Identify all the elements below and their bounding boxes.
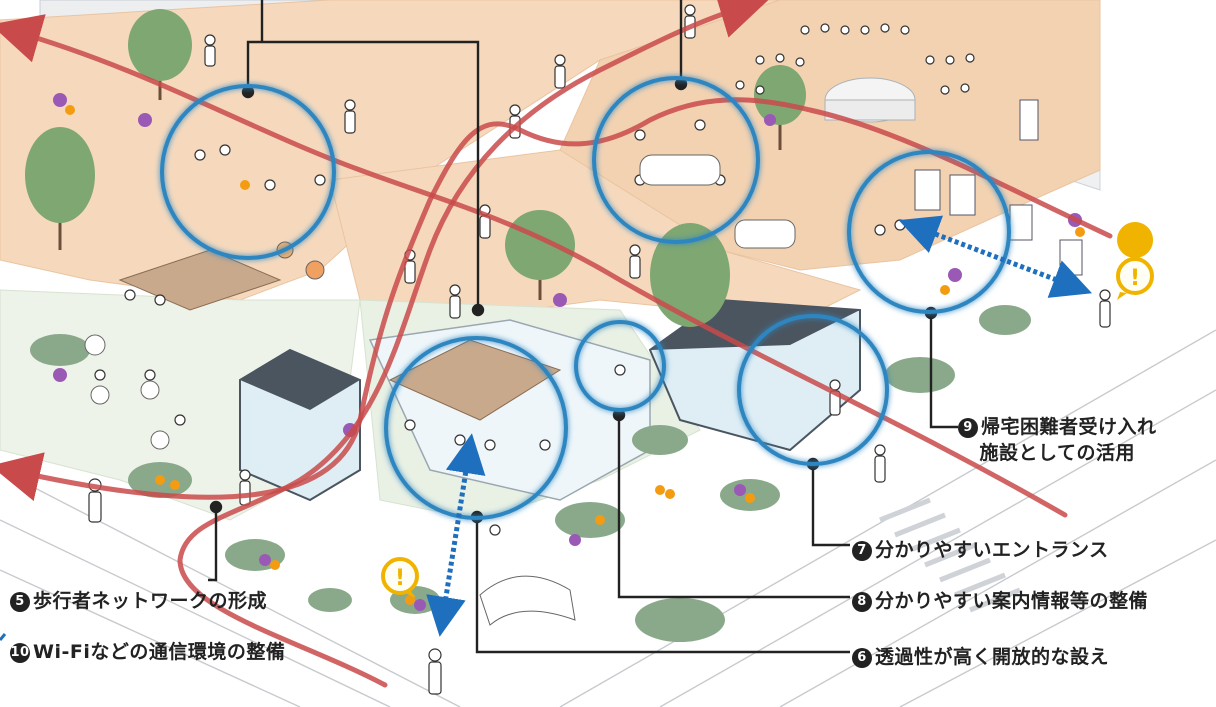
label-text: Wi-Fiなどの通信環境の整備 xyxy=(33,641,286,663)
label-text: 分かりやすいエントランス xyxy=(875,539,1109,561)
highlight-circle-workshop xyxy=(592,76,760,244)
label-text: 分かりやすい案内情報等の整備 xyxy=(875,590,1149,612)
alert-icon: ! xyxy=(1116,222,1154,300)
label-text: 歩行者ネットワークの形成 xyxy=(33,590,268,612)
label-number: 6 xyxy=(852,648,872,668)
label-text: 帰宅困難者受け入れ xyxy=(981,416,1157,438)
people-figures xyxy=(88,4,1111,695)
shrubs-and-flowers xyxy=(30,93,1085,642)
svg-text:!: ! xyxy=(1130,266,1140,291)
label-number: 5 xyxy=(10,592,30,612)
label-line-2: 施設としての活用 xyxy=(979,442,1135,464)
crosswalk xyxy=(879,497,1021,613)
label-number: 7 xyxy=(852,541,872,561)
arrow-tip-fragment xyxy=(0,633,7,641)
highlight-circle-seating xyxy=(160,84,336,260)
highlight-circle-entrance xyxy=(737,314,889,466)
pedestrian-routes xyxy=(0,0,1113,688)
outdoor-furniture xyxy=(84,154,796,626)
label-number: 9 xyxy=(958,418,978,438)
label-number: 10 xyxy=(10,643,30,663)
label-text: 透過性が高く開放的な設え xyxy=(875,646,1110,668)
svg-text:!: ! xyxy=(395,566,405,591)
label-number: 8 xyxy=(852,592,872,612)
highlight-circle-information xyxy=(574,320,666,412)
alert-icon: ! xyxy=(381,557,419,598)
